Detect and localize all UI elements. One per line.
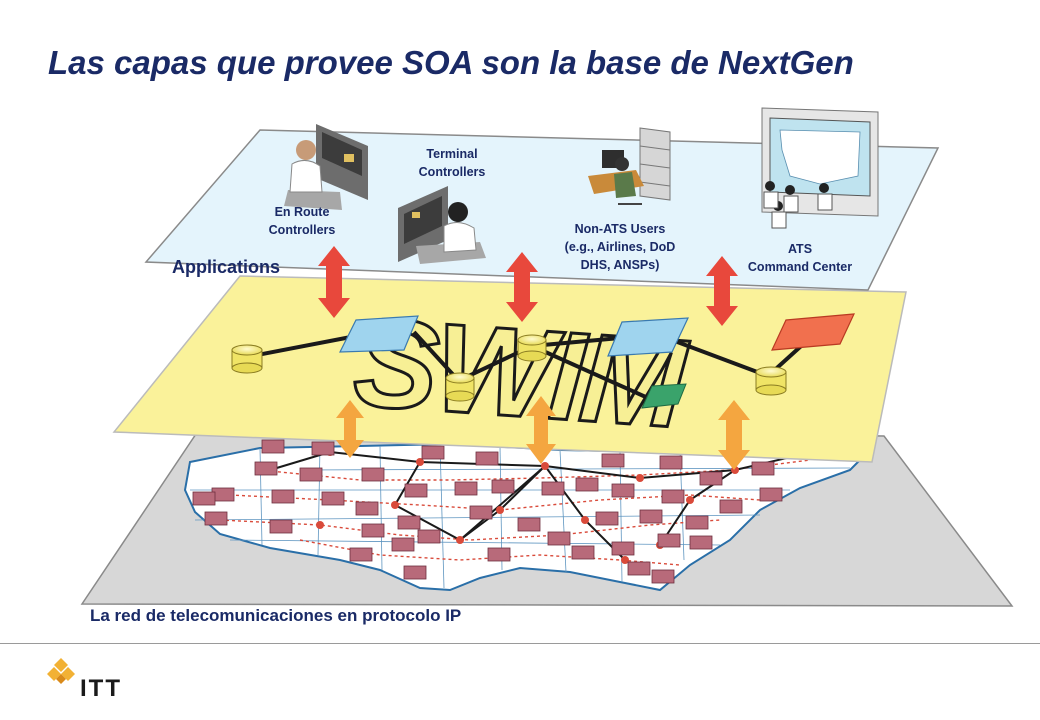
ats-command-center-icon	[761, 107, 879, 229]
ats-label-line1: ATS	[788, 242, 812, 256]
applications-layer-label: Applications	[172, 257, 280, 277]
app-swim-arrows	[318, 246, 738, 326]
swim-database-2	[445, 372, 475, 402]
swim-service-panel-4	[771, 313, 855, 351]
network-swim-arrows	[336, 396, 750, 470]
footer-divider	[0, 643, 1040, 644]
non-ats-label-line1: Non-ATS Users	[575, 222, 666, 236]
swim-database-4	[755, 366, 787, 396]
network-servers	[192, 439, 843, 584]
en-route-label-line1: En Route	[275, 205, 330, 219]
red-arrow-3	[706, 256, 738, 326]
terminal-workstation-icon	[398, 186, 486, 264]
soa-layer-diagram: La red de telecomunicaciones en protocol…	[80, 107, 1014, 625]
orange-arrow-2	[526, 396, 556, 464]
non-ats-label-line3: DHS, ANSPs)	[581, 258, 660, 272]
itt-logo-text: ITT	[80, 675, 122, 702]
swim-database-3	[517, 334, 547, 362]
swim-service-panel-1	[339, 315, 419, 353]
non-ats-label-line2: (e.g., Airlines, DoD	[565, 240, 676, 254]
swim-plane	[112, 275, 907, 463]
red-arrow-1	[318, 246, 350, 318]
non-ats-workstation-icon	[588, 127, 671, 205]
terminal-label-line1: Terminal	[426, 147, 477, 161]
page-title: Las capas que provee SOA son la base de …	[48, 44, 854, 81]
itt-logo-icon	[47, 658, 75, 684]
swim-service-panel-3	[641, 383, 687, 409]
orange-arrow-3	[718, 400, 750, 470]
swim-database-1	[231, 344, 263, 374]
orange-arrow-1	[336, 400, 364, 458]
en-route-label-line2: Controllers	[269, 223, 336, 237]
swim-service-panel-2	[607, 317, 689, 357]
network-layer: La red de telecomunicaciones en protocol…	[80, 427, 1014, 625]
ats-label-line2: Command Center	[748, 260, 852, 274]
red-arrow-2	[506, 252, 538, 322]
applications-layer: Applications En Route Controllers Termin…	[144, 107, 940, 291]
terminal-label-line2: Controllers	[419, 165, 486, 179]
en-route-workstation-icon	[284, 124, 368, 210]
network-layer-label: La red de telecomunicaciones en protocol…	[90, 606, 461, 625]
